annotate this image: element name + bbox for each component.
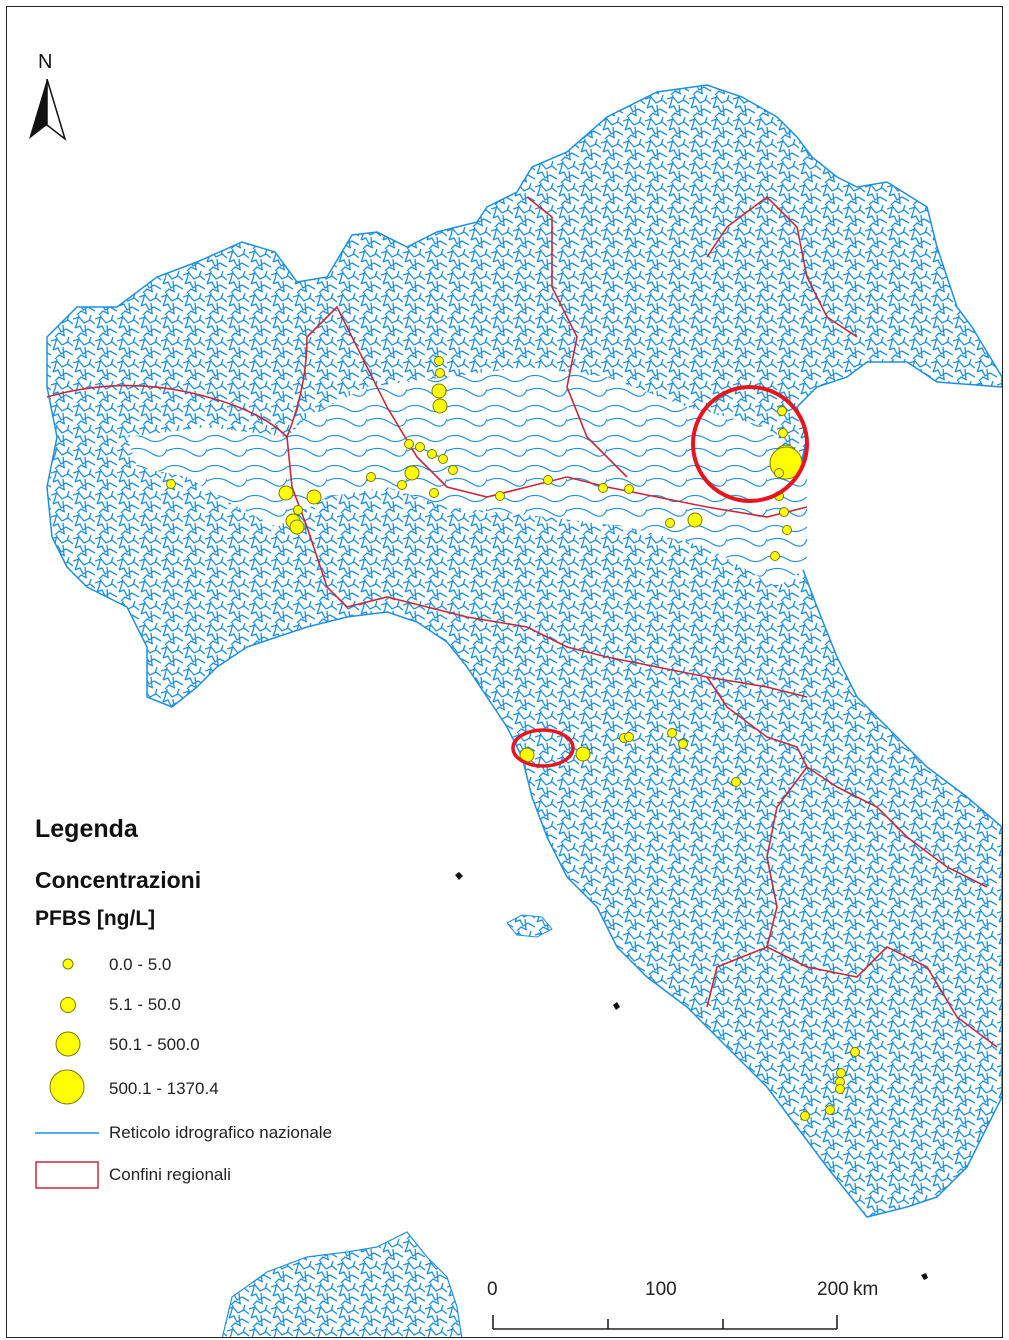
- sampling-site: [774, 468, 784, 478]
- north-arrow-icon: [29, 79, 67, 141]
- sampling-site: [665, 518, 675, 528]
- legend-network: Reticolo idrografico nazionale: [35, 1123, 333, 1142]
- sampling-site: [836, 1068, 846, 1078]
- scale-bar: 0 100 200 km: [487, 1279, 907, 1337]
- sampling-site: [667, 728, 677, 738]
- legend-class-4: 500.1 - 1370.4: [35, 1067, 435, 1105]
- sampling-site: [543, 475, 553, 485]
- sampling-site: [438, 454, 448, 464]
- sardinia: [221, 1231, 463, 1337]
- po-plain: [127, 367, 807, 587]
- scale-tick-100: 100: [645, 1279, 677, 1300]
- sampling-site: [293, 505, 303, 515]
- sampling-site: [624, 484, 634, 494]
- scale-tick-0: 0: [487, 1279, 498, 1300]
- sampling-site: [770, 551, 780, 561]
- sampling-site: [434, 356, 444, 366]
- sampling-site: [306, 489, 322, 505]
- sampling-site: [366, 472, 376, 482]
- sampling-site: [835, 1084, 845, 1094]
- sampling-site: [782, 525, 792, 535]
- sampling-site: [397, 480, 407, 490]
- legend-subtitle: Concentrazioni: [35, 867, 202, 893]
- sampling-site: [404, 465, 420, 481]
- sampling-site: [431, 383, 447, 399]
- islet: [455, 872, 463, 880]
- sampling-site: [289, 519, 305, 535]
- highlight-circle-tuscany: [511, 728, 575, 768]
- scale-tick-200: 200: [817, 1279, 849, 1300]
- sampling-site: [575, 746, 591, 762]
- sampling-site: [415, 442, 425, 452]
- legend-title: Legenda: [35, 815, 138, 843]
- sampling-site: [678, 739, 688, 749]
- scale-unit: km: [853, 1279, 879, 1300]
- sampling-site: [850, 1047, 860, 1057]
- highlight-circle-venice: [691, 385, 809, 503]
- legend-class-3: 50.1 - 500.0: [35, 1027, 435, 1063]
- scale-bar-line: [492, 1315, 838, 1330]
- sampling-sites: [166, 356, 860, 1121]
- sampling-site: [432, 398, 448, 414]
- map-canvas: [46, 84, 1002, 1337]
- islet: [921, 1273, 928, 1280]
- elba-island: [506, 914, 553, 938]
- sampling-site: [598, 483, 608, 493]
- north-label: N: [38, 51, 53, 73]
- sampling-site: [435, 368, 445, 378]
- sampling-site: [779, 507, 789, 517]
- sampling-site: [777, 406, 787, 416]
- map-frame: N Legenda Concentrazioni PFBS [ng/L] 0.0…: [6, 6, 1003, 1338]
- sampling-site: [427, 449, 437, 459]
- legend-class-2: 5.1 - 50.0: [35, 989, 435, 1025]
- sampling-site: [448, 465, 458, 475]
- legend-boundaries: Confini regionali: [35, 1161, 435, 1197]
- sampling-site: [278, 485, 294, 501]
- sampling-site: [800, 1111, 810, 1121]
- sampling-site: [166, 479, 176, 489]
- islet: [613, 1002, 620, 1010]
- sampling-site: [731, 777, 741, 787]
- legend-field: PFBS [ng/L]: [35, 907, 156, 930]
- sampling-site: [778, 428, 788, 438]
- legend-class-1: 0.0 - 5.0: [35, 949, 435, 985]
- sampling-site: [825, 1105, 835, 1115]
- sampling-site: [687, 512, 703, 528]
- mainland: [46, 84, 1002, 1218]
- sampling-site: [495, 491, 505, 501]
- sampling-site: [624, 732, 634, 742]
- sampling-site: [404, 439, 414, 449]
- sampling-site: [429, 488, 439, 498]
